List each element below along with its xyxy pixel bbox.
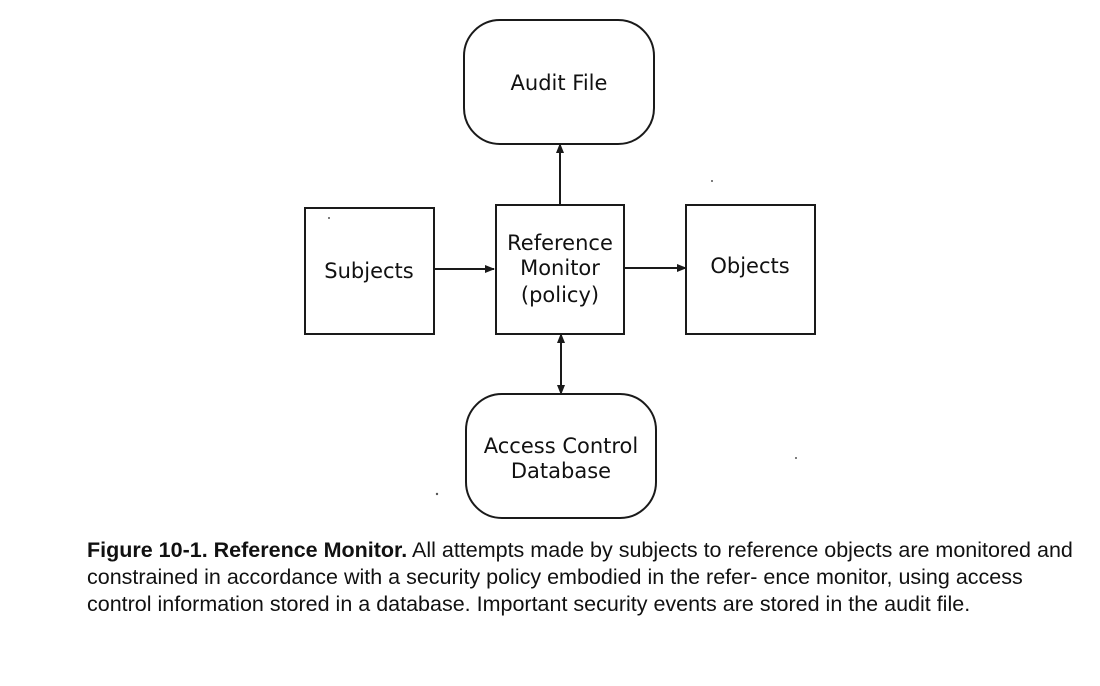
node-subjects: Subjects (304, 207, 435, 335)
node-reference-monitor: Reference Monitor (policy) (495, 204, 625, 335)
figure-caption: Figure 10-1. Reference Monitor. All atte… (87, 537, 1087, 618)
node-objects: Objects (685, 204, 816, 335)
node-reference-monitor-line-3: (policy) (521, 283, 599, 307)
figure-caption-text: All attempts made by subjects to referen… (87, 538, 1073, 616)
figure-caption-label: Figure 10-1. Reference Monitor. (87, 538, 408, 562)
node-reference-monitor-line-2: Monitor (520, 256, 600, 280)
scan-speck (795, 457, 797, 459)
node-access-control-database-line-1: Access Control (484, 434, 638, 458)
node-objects-label: Objects (710, 254, 789, 278)
node-access-control-database: Access Control Database (465, 393, 657, 519)
reference-monitor-diagram: Audit File Subjects Reference Monitor (p… (304, 19, 816, 519)
node-audit-file: Audit File (463, 19, 655, 145)
scan-speck (328, 217, 330, 219)
node-subjects-label: Subjects (324, 259, 413, 283)
node-reference-monitor-line-1: Reference (507, 231, 613, 255)
node-audit-file-label: Audit File (511, 71, 608, 95)
scan-speck (711, 180, 713, 182)
scan-speck (435, 492, 439, 496)
node-access-control-database-line-2: Database (511, 459, 611, 483)
